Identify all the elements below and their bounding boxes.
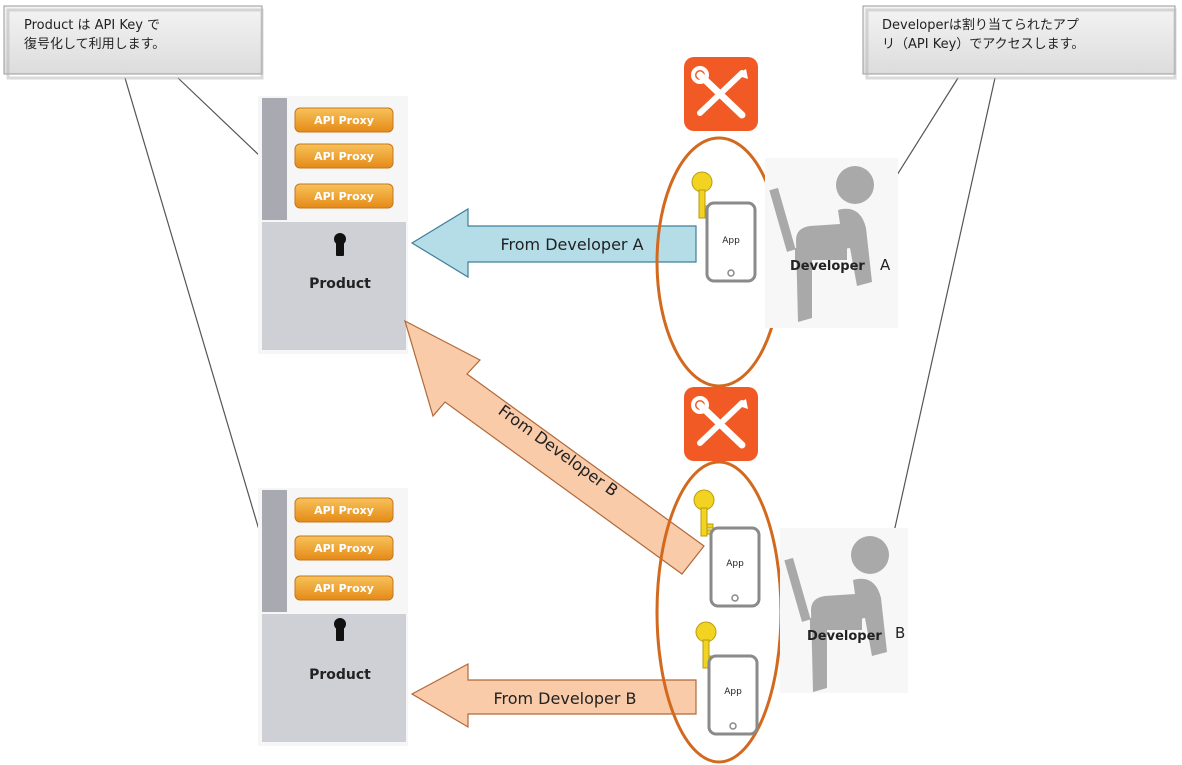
product-block-b: API Proxy API Proxy API Proxy Product [258, 488, 408, 746]
developer-a-suffix: A [880, 256, 891, 274]
svg-text:API Proxy: API Proxy [314, 150, 374, 163]
arrow-label-a: From Developer A [500, 235, 643, 254]
app-phone[interactable]: App [705, 201, 757, 283]
svg-text:API Proxy: API Proxy [314, 542, 374, 555]
developer-b-suffix: B [895, 624, 905, 642]
svg-text:App: App [722, 236, 740, 246]
note-right-line1: Developerは割り当てられたアプ [882, 17, 1079, 33]
proxy-sidebar [262, 490, 287, 612]
developer-a-name: Developer [790, 259, 865, 274]
svg-text:API Proxy: API Proxy [314, 582, 374, 595]
app-phone[interactable]: App [709, 526, 761, 608]
api-proxy-button[interactable]: API Proxy [294, 497, 394, 523]
product-block-a: API Proxy API Proxy API Proxy Product [258, 96, 408, 354]
developer-b-figure: Developer B [780, 528, 908, 693]
arrow-from-developer-a: From Developer A [410, 207, 697, 279]
arrow-from-developer-b-diagonal: From Developer B [404, 319, 705, 575]
tools-icon [684, 57, 758, 131]
product-panel [262, 614, 406, 742]
tools-icon [684, 387, 758, 461]
developer-a-figure: Developer A [765, 158, 898, 328]
keyhole-icon [334, 618, 346, 641]
keyhole-icon [334, 233, 346, 256]
callout-lines [124, 77, 996, 596]
arrow-from-developer-b-bottom: From Developer B [410, 662, 697, 729]
svg-text:API Proxy: API Proxy [314, 114, 374, 127]
note-left: Product は API Key で 復号化して利用します。 [3, 5, 264, 80]
api-proxy-button[interactable]: API Proxy [294, 107, 394, 133]
svg-text:App: App [726, 559, 744, 569]
developer-b-name: Developer [807, 629, 882, 644]
note-left-line2: 復号化して利用します。 [24, 36, 165, 52]
api-proxy-button[interactable]: API Proxy [294, 143, 394, 169]
arrow-label-b-bottom: From Developer B [493, 689, 636, 708]
key-icon [693, 489, 715, 537]
api-proxy-button[interactable]: API Proxy [294, 535, 394, 561]
product-label: Product [309, 667, 371, 683]
product-label: Product [309, 276, 371, 292]
svg-text:API Proxy: API Proxy [314, 190, 374, 203]
key-icon [695, 621, 717, 669]
product-panel [262, 222, 406, 350]
api-proxy-button[interactable]: API Proxy [294, 183, 394, 209]
svg-text:API Proxy: API Proxy [314, 504, 374, 517]
svg-text:App: App [724, 687, 742, 697]
api-proxy-button[interactable]: API Proxy [294, 575, 394, 601]
note-right: Developerは割り当てられたアプ リ（API Key）でアクセスします。 [862, 5, 1177, 80]
note-left-line1: Product は API Key で [24, 18, 160, 33]
proxy-sidebar [262, 98, 287, 220]
app-phone[interactable]: App [707, 654, 759, 736]
note-right-line2: リ（API Key）でアクセスします。 [882, 37, 1084, 52]
